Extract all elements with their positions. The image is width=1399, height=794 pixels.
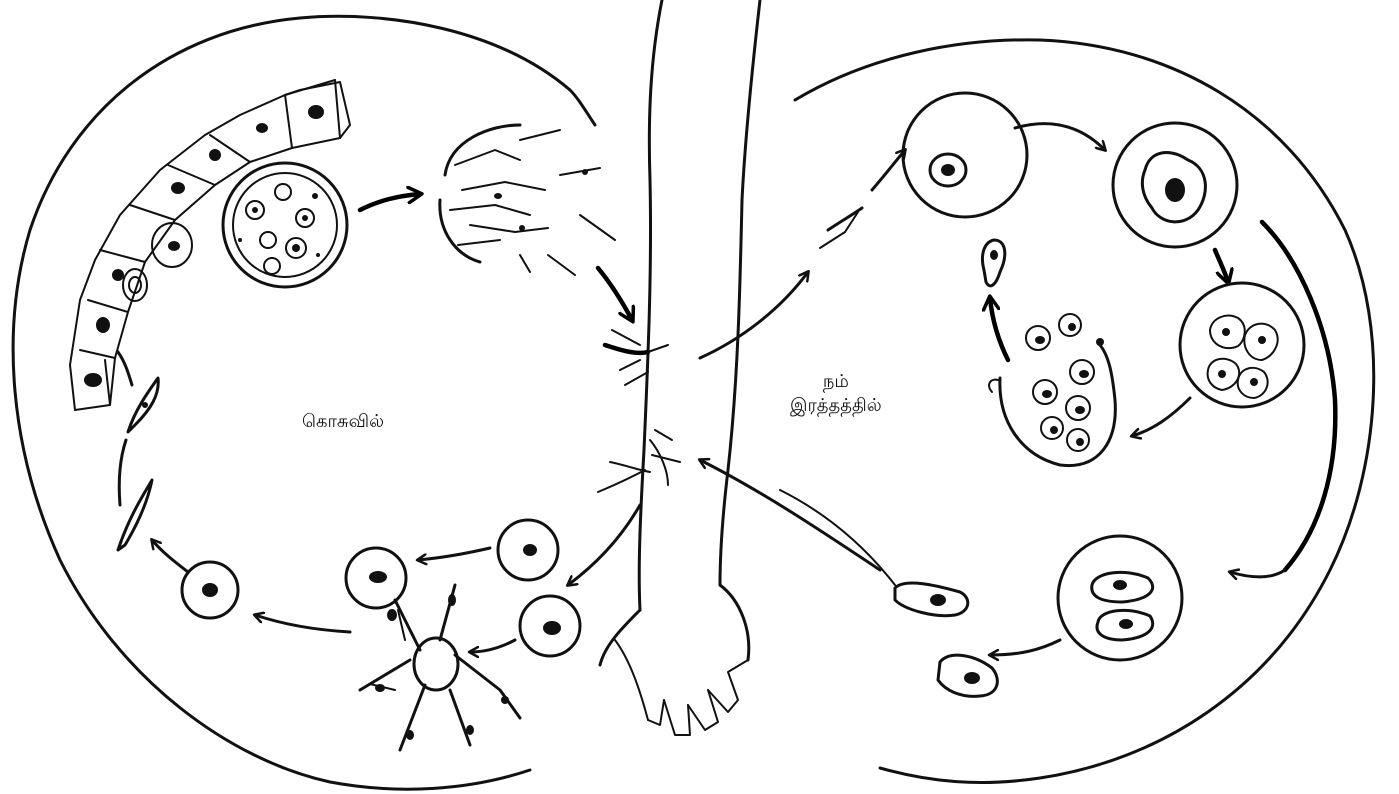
human-blood-label-line1: நம் (790, 370, 882, 394)
mosquito-cycle-circle (13, 16, 595, 789)
free-merozoite (982, 240, 1004, 286)
mosquito-bite-site (598, 330, 680, 492)
exflagellation (360, 585, 520, 750)
sporozoite-cluster (440, 125, 615, 275)
human-blood-stage-label: நம் இரத்தத்தில் (790, 370, 882, 418)
gametocytes-in-blood (895, 583, 997, 696)
liver-cell-1 (903, 93, 1027, 217)
liver-cell-2 (1113, 123, 1237, 247)
mosquito-gut-wall (70, 80, 350, 410)
schizont-cell (1180, 283, 1304, 407)
gametocyte-rbc (1058, 536, 1182, 660)
ookinete (118, 352, 158, 550)
oocyst (223, 163, 347, 287)
mosquito-stage-label: கொசுவில் (302, 410, 384, 434)
merozoite-release (1000, 314, 1115, 466)
human-blood-label-line2: இரத்தத்தில் (790, 394, 882, 418)
gametocyte-cells (182, 520, 580, 656)
